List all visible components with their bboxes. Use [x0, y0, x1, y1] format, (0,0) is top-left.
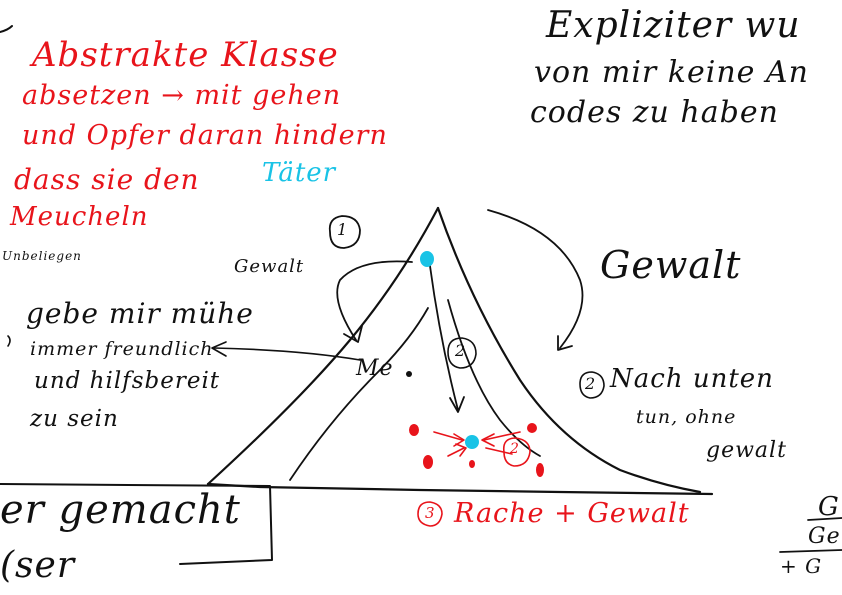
box-outline: [0, 483, 273, 565]
taeter-label: Täter: [262, 158, 337, 188]
bottom-left-line-1: er gemacht: [0, 487, 241, 533]
red-blob-4: [536, 463, 544, 477]
gewalt-big-label: Gewalt: [600, 243, 742, 287]
arrow-right-head: [557, 335, 573, 351]
triangle-right-edge: [436, 206, 702, 494]
red-arrow-2: [447, 447, 465, 457]
me-dot: [406, 371, 412, 377]
red-arrow-3-head: [481, 433, 495, 447]
red-text-line-5: Meucheln: [10, 202, 149, 232]
top-right-line-2: von mir keine An: [534, 55, 809, 90]
red-text-line-1: Abstrakte Klasse: [32, 35, 339, 75]
right-text-line-3: gewalt: [706, 438, 787, 463]
arrow-one-curve: [336, 260, 413, 341]
red-circle-cluster: [502, 437, 531, 467]
tick-mark: [7, 335, 11, 347]
red-arrow-3: [483, 431, 521, 441]
red-circle-three: [417, 501, 443, 527]
red-text-line-2: absetzen → mit gehen: [22, 80, 342, 111]
cyan-dot-top: [420, 251, 434, 267]
fraction-line-1: [807, 517, 842, 521]
top-right-line-3: codes zu haben: [530, 95, 779, 130]
red-arrow-2-head: [455, 443, 467, 457]
inner-right-stroke: [447, 299, 541, 457]
red-blob-2: [423, 455, 433, 469]
red-text-line-3: und Opfer daran hindern: [22, 120, 388, 151]
label-two-right: 2: [585, 374, 597, 393]
cyan-dot-center: [465, 435, 479, 449]
red-blob-5: [469, 460, 475, 468]
bracket-stroke: [0, 25, 13, 33]
right-text-line-2: tun, ohne: [636, 406, 737, 428]
cluster-label-two: 2: [510, 441, 520, 457]
circle-me: [447, 337, 477, 369]
gewalt-small-label: Gewalt: [234, 256, 305, 277]
top-right-line-1: Expliziter wu: [546, 5, 801, 46]
center-arrow-head: [449, 396, 465, 413]
red-blob-1: [409, 424, 419, 436]
bottom-right-line-3: + G: [780, 554, 823, 578]
red-blob-3: [527, 423, 537, 433]
circle-one: [328, 215, 361, 249]
label-one: 1: [337, 220, 349, 239]
triangle-left-edge: [206, 206, 440, 486]
circle-two-right: [579, 371, 605, 399]
right-text-line-1: Nach unten: [610, 364, 774, 394]
arrow-freundlich-head: [211, 341, 227, 357]
inner-left-stroke: [289, 307, 429, 481]
arrow-right-curve: [487, 209, 584, 349]
arrow-one-head: [343, 325, 363, 343]
bottom-right-line-1: G: [818, 492, 840, 522]
fraction-line-2: [779, 549, 842, 553]
red-arrow-4: [485, 447, 513, 455]
left-text-line-1: gebe mir mühe: [26, 297, 254, 330]
me-label: Me: [356, 356, 394, 381]
rache-gewalt-label: Rache + Gewalt: [454, 498, 690, 529]
left-small-note: Unbeliegen: [2, 249, 82, 263]
arrow-freundlich: [213, 347, 361, 361]
red-arrow-1: [433, 431, 463, 441]
bottom-left-line-2: (ser: [0, 545, 76, 586]
red-text-line-4: dass sie den: [14, 163, 200, 196]
label-two-center: 2: [455, 341, 467, 360]
bottom-right-line-2: Ge: [808, 524, 841, 549]
left-text-line-4: zu sein: [30, 406, 119, 432]
left-text-line-3: und hilfsbereit: [34, 368, 221, 394]
left-text-line-2: immer freundlich: [30, 338, 214, 360]
triangle-base: [206, 482, 714, 496]
label-three: 3: [425, 504, 436, 522]
center-arrow: [429, 265, 459, 411]
